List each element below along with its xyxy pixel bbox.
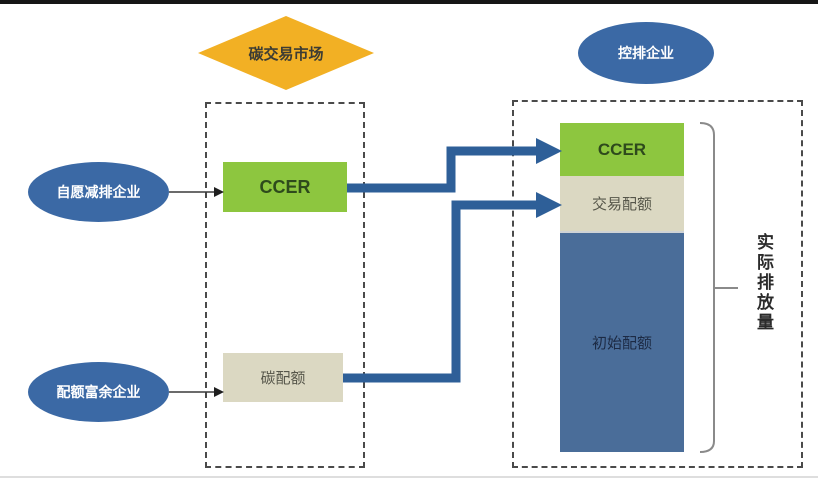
actual-emissions-label: 实际排放量 <box>754 233 773 333</box>
ccer-flow-arrow-line <box>347 146 538 193</box>
stack-traded-quota-label: 交易配额 <box>591 196 652 213</box>
market-carbon-quota-label: 碳配额 <box>260 370 306 387</box>
market-diamond-label: 碳交易市场 <box>248 46 324 63</box>
stack-ccer-label: CCER <box>597 139 647 159</box>
carbon-market-region <box>205 102 365 468</box>
voluntary-enterprise-ellipse: 自愿减排企业 <box>28 162 169 222</box>
market-carbon-quota-box: 碳配额 <box>223 353 343 402</box>
surplus-enterprise-label: 配额富余企业 <box>56 384 141 400</box>
controlled-enterprise-ellipse: 控排企业 <box>578 22 714 84</box>
stack-initial-quota-label: 初始配额 <box>591 335 652 352</box>
surplus-enterprise-ellipse: 配额富余企业 <box>28 362 169 422</box>
controlled-enterprise-label: 控排企业 <box>618 45 674 61</box>
voluntary-enterprise-label: 自愿减排企业 <box>56 184 141 200</box>
market-ccer-box: CCER <box>223 162 347 212</box>
stack-ccer-segment: CCER <box>560 123 684 176</box>
quota-flow-arrow-line <box>343 200 538 383</box>
stack-traded-quota-segment: 交易配额 <box>560 176 684 231</box>
market-ccer-label: CCER <box>259 176 311 197</box>
bottom-border-line <box>0 476 818 478</box>
top-border-bar <box>0 0 818 4</box>
stack-initial-quota-segment: 初始配额 <box>560 231 684 452</box>
